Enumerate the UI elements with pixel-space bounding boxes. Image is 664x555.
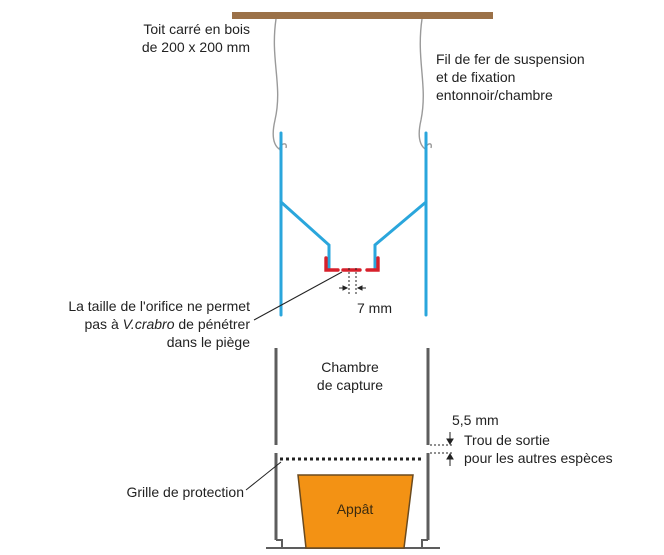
orifice-label-line2: pas à V.crabro de pénétrer <box>0 315 250 333</box>
orifice-label-line3: dans le piège <box>166 334 250 350</box>
bait-container <box>297 474 414 549</box>
wooden-roof <box>232 12 493 19</box>
orifice-label-line2-pre: pas à <box>84 316 123 332</box>
chamber-label-line1: Chambre <box>321 359 379 375</box>
orifice-dimension <box>339 268 366 296</box>
funnel-right-cone <box>373 200 428 270</box>
bait-label: Appât <box>336 501 374 517</box>
exit-hole-label-line2: pour les autres espèces <box>464 450 613 466</box>
orifice-label-line2-post: de pénétrer <box>174 316 250 332</box>
wire-label-line2: et de fixation <box>436 69 516 85</box>
grid-label: Grille de protection <box>126 484 244 500</box>
roof-label-line1: Toit carré en bois <box>143 21 250 37</box>
orifice-ring <box>324 256 380 272</box>
exit-hole-label-line1: Trou de sortie <box>464 432 550 448</box>
chamber-label: Chambre de capture <box>290 358 410 394</box>
exit-gap-indicator <box>430 432 454 466</box>
orifice-label: La taille de l'orifice ne permet pas à V… <box>0 297 250 351</box>
suspension-wires <box>272 18 432 151</box>
capture-chamber <box>274 348 430 540</box>
orifice-size-label: 7 mm <box>357 300 392 316</box>
exit-hole-label: Trou de sortie pour les autres espèces <box>464 431 613 467</box>
funnel-left-cone <box>279 200 331 270</box>
wire-label-line1: Fil de fer de suspension <box>436 51 585 67</box>
orifice-label-line1: La taille de l'orifice ne permet <box>68 298 250 314</box>
roof-label-line2: de 200 x 200 mm <box>141 39 250 55</box>
funnel <box>279 131 428 317</box>
orifice-leader-line <box>253 271 343 321</box>
gap-size-label: 5,5 mm <box>452 412 499 428</box>
wire-label: Fil de fer de suspension et de fixation … <box>436 50 585 104</box>
chamber-label-line2: de capture <box>316 377 384 393</box>
roof-label: Toit carré en bois de 200 x 200 mm <box>60 20 250 56</box>
grid-leader-line <box>245 461 282 491</box>
orifice-label-species: V.crabro <box>122 316 175 332</box>
wire-label-line3: entonnoir/chambre <box>436 87 553 103</box>
